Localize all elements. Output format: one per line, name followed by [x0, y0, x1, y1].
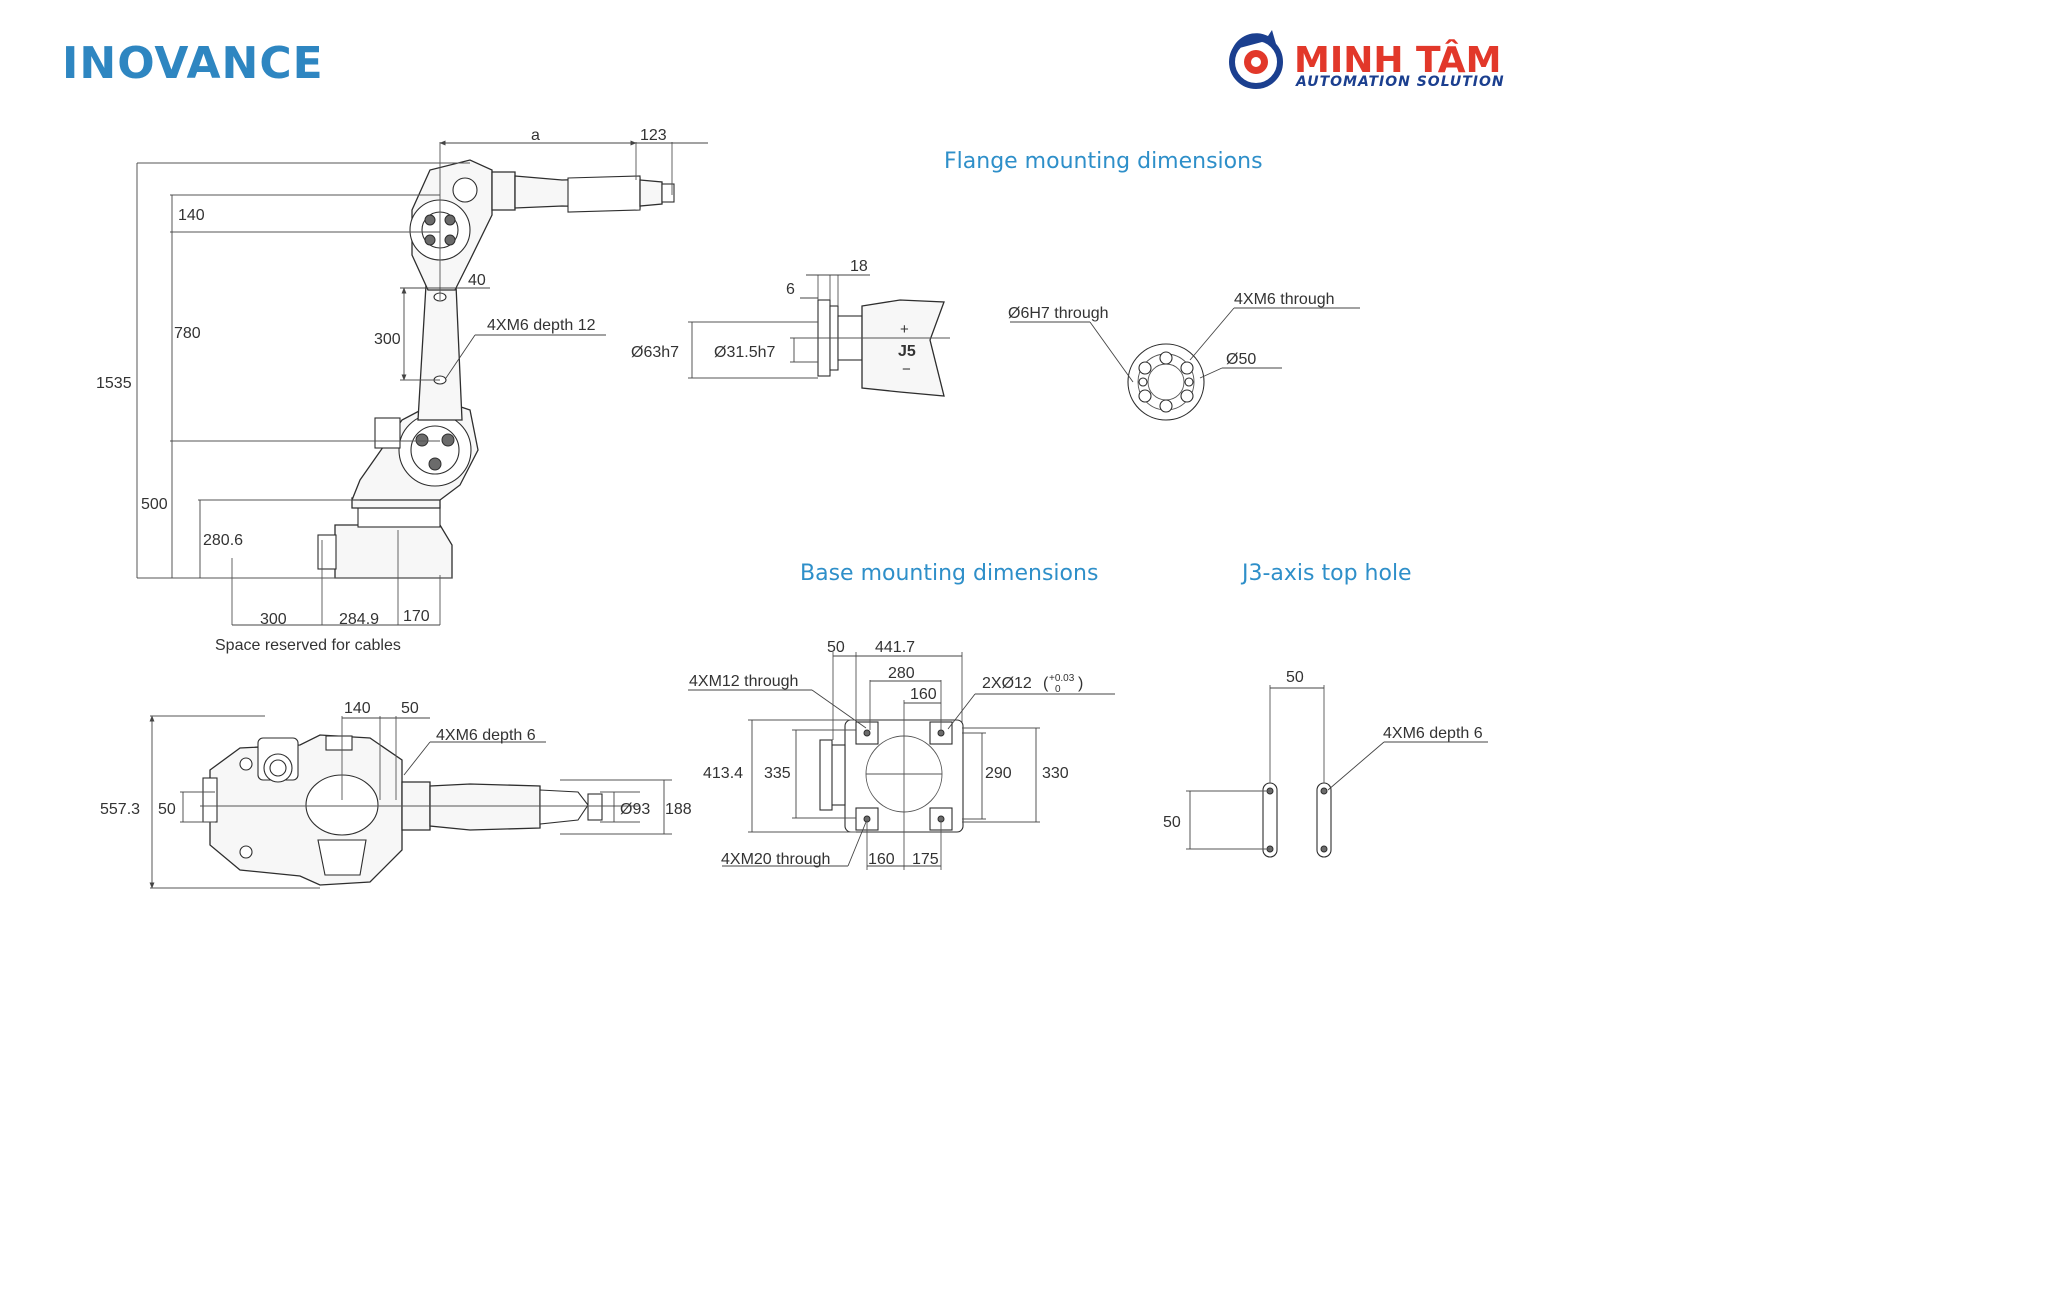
side-view-dims	[136, 140, 708, 626]
svg-text:280.6: 280.6	[203, 532, 243, 549]
svg-text:): )	[1078, 675, 1083, 692]
svg-text:4XM6 depth 6: 4XM6 depth 6	[1383, 725, 1483, 742]
svg-text:4XM6 depth 12: 4XM6 depth 12	[487, 317, 596, 334]
svg-text:330: 330	[1042, 765, 1069, 782]
svg-text:50: 50	[827, 639, 845, 656]
svg-text:140: 140	[178, 207, 205, 224]
top-view-robot	[200, 734, 640, 886]
j3-drawing	[1186, 685, 1488, 858]
svg-text:300: 300	[374, 331, 401, 348]
svg-text:INOVANCE: INOVANCE	[62, 38, 324, 89]
svg-text:J5: J5	[898, 343, 916, 360]
svg-text:+0.03: +0.03	[1049, 673, 1075, 684]
svg-text:40: 40	[468, 272, 486, 289]
svg-text:a: a	[531, 127, 540, 144]
svg-text:50: 50	[1163, 814, 1181, 831]
svg-text:50: 50	[1286, 669, 1304, 686]
drawing-canvas: INOVANCE MINH TÂM AUTOMATION SOLUTION	[62, 30, 1505, 889]
svg-text:AUTOMATION SOLUTION: AUTOMATION SOLUTION	[1295, 74, 1505, 90]
svg-text:4XM6 depth 6: 4XM6 depth 6	[436, 727, 536, 744]
side-view-robot	[317, 159, 675, 579]
svg-text:123: 123	[640, 127, 667, 144]
top-view-labels: 140 50 4XM6 depth 6 557.3 50 Ø93 188	[100, 700, 692, 818]
flange-side-drawing: + J5 −	[688, 274, 950, 397]
svg-text:50: 50	[401, 700, 419, 717]
svg-text:Ø63h7: Ø63h7	[631, 344, 679, 361]
svg-text:500: 500	[141, 496, 168, 513]
svg-text:Space reserved for cables: Space reserved for cables	[215, 637, 401, 654]
gear-icon	[1229, 30, 1283, 89]
flange-side-labels: 18 6 Ø63h7 Ø31.5h7	[631, 258, 868, 361]
svg-text:4XM6 through: 4XM6 through	[1234, 291, 1335, 308]
svg-text:Ø6H7 through: Ø6H7 through	[1008, 305, 1109, 322]
base-drawing	[688, 652, 1115, 870]
svg-text:(: (	[1043, 675, 1049, 692]
minhtam-logo: MINH TÂM AUTOMATION SOLUTION	[1229, 30, 1505, 90]
svg-text:290: 290	[985, 765, 1012, 782]
svg-text:1535: 1535	[96, 375, 132, 392]
svg-text:4XM20 through: 4XM20 through	[721, 851, 830, 868]
base-labels: 50 441.7 280 160 4XM12 through 2XØ12 ( +…	[689, 639, 1083, 868]
svg-text:160: 160	[910, 686, 937, 703]
inovance-logo: INOVANCE	[62, 38, 324, 89]
svg-text:2XØ12: 2XØ12	[982, 675, 1032, 692]
svg-text:Ø93: Ø93	[620, 801, 650, 818]
svg-text:MINH TÂM: MINH TÂM	[1294, 39, 1501, 81]
svg-text:335: 335	[764, 765, 791, 782]
svg-text:780: 780	[174, 325, 201, 342]
svg-text:0: 0	[1055, 684, 1061, 695]
svg-text:300: 300	[260, 611, 287, 628]
side-view-labels: a 123 140 780 1535 40 300 4XM6 depth 12 …	[96, 127, 667, 654]
svg-text:175: 175	[912, 851, 939, 868]
svg-text:−: −	[902, 361, 911, 378]
svg-text:188: 188	[665, 801, 692, 818]
flange-face-drawing	[1010, 307, 1360, 421]
svg-text:50: 50	[158, 801, 176, 818]
base-heading: Base mounting dimensions	[800, 561, 1098, 586]
svg-text:413.4: 413.4	[703, 765, 743, 782]
svg-text:280: 280	[888, 665, 915, 682]
svg-text:284.9: 284.9	[339, 611, 379, 628]
j3-labels: 50 4XM6 depth 6 50	[1163, 669, 1483, 831]
svg-text:Ø50: Ø50	[1226, 351, 1256, 368]
j3-heading: J3-axis top hole	[1240, 561, 1412, 586]
svg-text:170: 170	[403, 608, 430, 625]
top-view-dims	[149, 715, 672, 889]
svg-text:160: 160	[868, 851, 895, 868]
svg-text:6: 6	[786, 281, 795, 298]
svg-text:441.7: 441.7	[875, 639, 915, 656]
flange-face-labels: Ø6H7 through 4XM6 through Ø50	[1008, 291, 1335, 368]
flange-heading: Flange mounting dimensions	[944, 149, 1263, 174]
svg-text:557.3: 557.3	[100, 801, 140, 818]
svg-text:+: +	[900, 321, 909, 338]
svg-text:4XM12 through: 4XM12 through	[689, 673, 798, 690]
svg-text:18: 18	[850, 258, 868, 275]
svg-text:Ø31.5h7: Ø31.5h7	[714, 344, 775, 361]
svg-text:140: 140	[344, 700, 371, 717]
